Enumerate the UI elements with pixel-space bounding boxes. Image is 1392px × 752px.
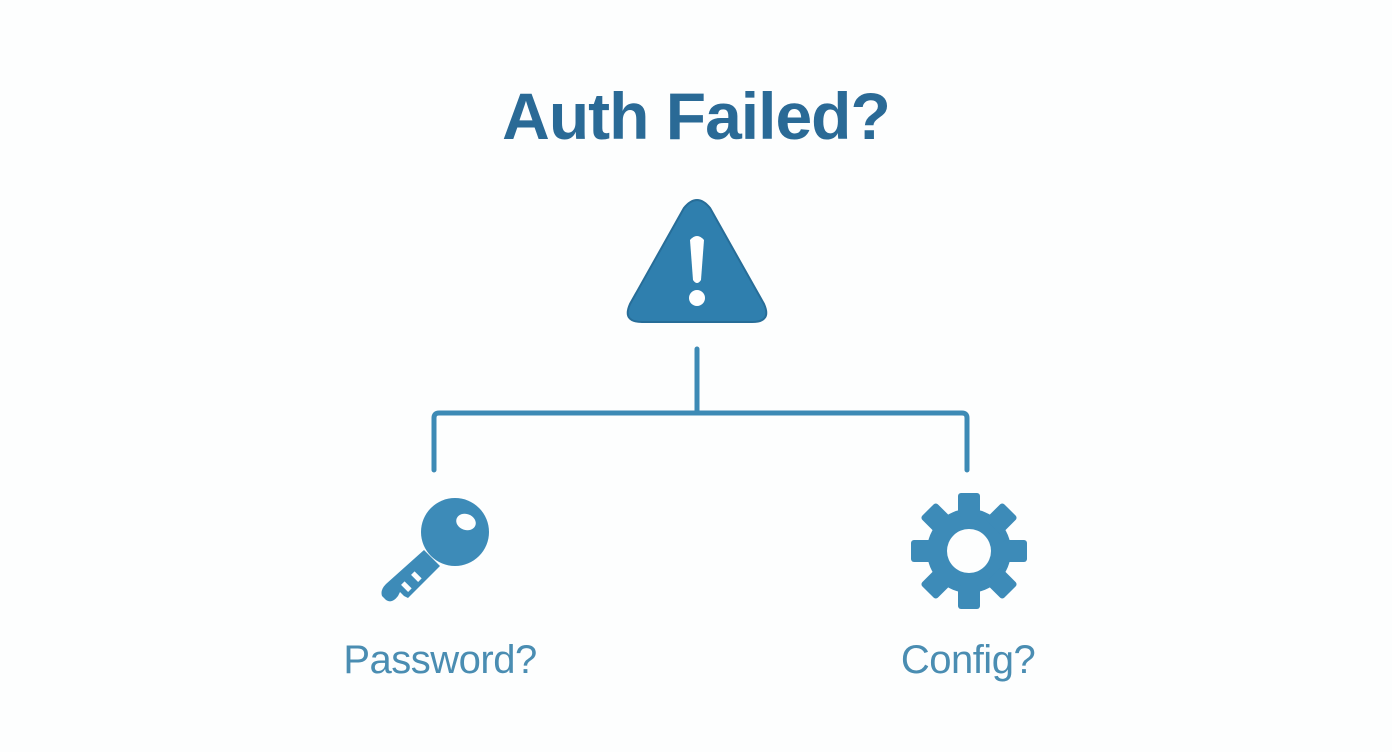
gear-icon xyxy=(911,493,1027,609)
branch-label-password: Password? xyxy=(343,638,537,682)
key-icon xyxy=(381,498,489,602)
branch-label-config: Config? xyxy=(900,638,1036,682)
warning-triangle-icon xyxy=(626,199,768,323)
diagram-title: Auth Failed? xyxy=(502,79,891,153)
